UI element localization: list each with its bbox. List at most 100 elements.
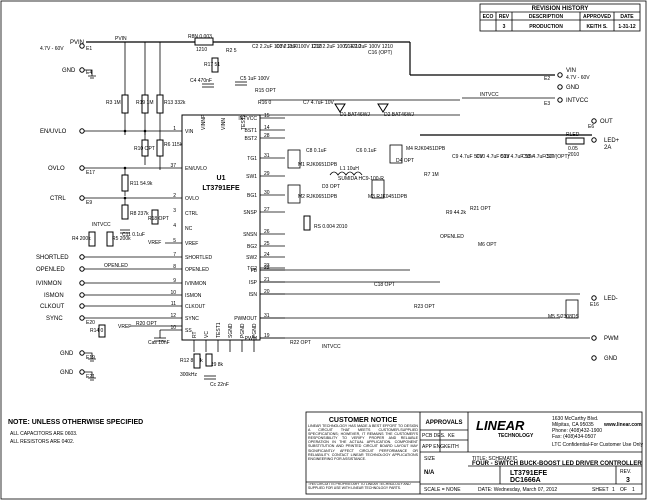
rev-header-approved: APPROVED — [583, 14, 611, 20]
ic-pin-pwm: PWM — [245, 336, 257, 342]
notes-heading: NOTE: UNLESS OTHERWISE SPECIFIED — [8, 419, 143, 426]
terminal-led-plus — [591, 137, 597, 143]
r15-label: R15 OPT — [255, 88, 276, 94]
ic-pin-ivinmon: IVINMON — [185, 281, 207, 287]
clkout-label: CLKOUT — [40, 304, 65, 310]
terminal-e3-label: E3 — [544, 101, 550, 107]
c13-label: C13 4.7uF 50V — [500, 154, 534, 160]
ovlo-label: OVLO — [48, 166, 65, 172]
ic-pin-clkout: CLKOUT — [185, 304, 205, 310]
terminal-intvcc — [557, 97, 563, 103]
intvcc-label: INTVCC — [566, 98, 589, 104]
c2-label: C2 2.2uF 100V 1210 — [252, 44, 298, 50]
r12-freq: 300kHz — [180, 372, 197, 378]
notes: NOTE: UNLESS OTHERWISE SPECIFIED ALL CAP… — [8, 419, 143, 445]
sheet-label: SHEET — [592, 487, 609, 493]
rev-header-date: DATE — [620, 14, 634, 20]
c16-label: C16 (OPT) — [368, 50, 393, 56]
ic-pin-num: 28 — [264, 133, 270, 139]
terminal-vin — [557, 72, 563, 78]
terminal-e16-label: E16 — [590, 302, 599, 308]
m3-label: M3 RJK0451DPB — [368, 194, 408, 200]
c4-label: C4 470nF — [190, 78, 212, 84]
top-components: R8N 0.003 1210 R2 5 R17 51 C4 470nF C5 1… — [188, 34, 590, 118]
r12-label: R12 86.6k — [180, 358, 203, 364]
approvals-pcb-val: KE — [448, 433, 455, 439]
r3-label: R3 1M — [106, 100, 121, 106]
rev-value: 3 — [626, 477, 630, 484]
company-logo: LINEAR TECHNOLOGY — [476, 418, 534, 439]
ic-pin-sync: SYNC — [185, 316, 199, 322]
r8n-pkg: 1210 — [196, 47, 207, 53]
terminal-out — [591, 118, 597, 124]
ic-bottom-pin: VC — [204, 331, 210, 338]
ic-pin-num: 3 — [173, 208, 176, 214]
c5-label: C5 1uF 100V — [240, 76, 270, 82]
rev-header-desc: DESCRIPTION — [529, 14, 564, 20]
c18-label: C18 OPT — [374, 282, 395, 288]
l1-label: L1 10uH — [340, 166, 359, 172]
intvcc-net-bottom: INTVCC — [322, 344, 341, 350]
title-block: CUSTOMER NOTICE LINEAR TECHNOLOGY HAS MA… — [305, 411, 644, 495]
ic-pin-ovlo: OVLO — [185, 196, 199, 202]
approvals-app-eng: APP ENG. — [422, 444, 446, 450]
vin-label: VIN — [566, 68, 576, 74]
ic-pin-snsn: SNSN — [243, 232, 257, 238]
vin-range: 4.7V - 60V — [566, 75, 590, 81]
ic-pin-num: 29 — [264, 171, 270, 177]
ic-pin-num: 4 — [173, 223, 176, 229]
ic-pin-num: 31 — [264, 153, 270, 159]
r11-label: R11 54.9k — [130, 181, 153, 187]
terminal-e19-label: E19 — [86, 355, 95, 361]
ic-pin-tg2: TG2 — [247, 266, 257, 272]
customer-notice-title: CUSTOMER NOTICE — [329, 417, 398, 424]
ic-pin-num: 24 — [264, 252, 270, 258]
ic-pin-num: 25 — [264, 241, 270, 247]
ic-pin-num: 5 — [173, 238, 176, 244]
c12-label: C12 2.2uF 100V 1210 — [312, 44, 361, 50]
ic-pin-num: 19 — [264, 333, 270, 339]
ic-pin-num: 31 — [264, 313, 270, 319]
ic-bottom-pin: PGND — [240, 323, 246, 338]
terminal-e4-label: E4 — [86, 70, 92, 76]
intvcc-net-top: INTVCC — [480, 92, 499, 98]
terminal-openled — [79, 266, 85, 272]
ic-pin-bg2: BG2 — [247, 244, 257, 250]
terminal-pwm — [591, 335, 597, 341]
c10-label: C10 4.7uF 50V — [476, 154, 510, 160]
vref-net-2: VREF — [118, 324, 131, 330]
ic-pin-shortled: SHORTLED — [185, 255, 213, 261]
r22-label: R22 OPT — [290, 340, 311, 346]
rt-vc-network: R12 86.6k 300kHz R9 8k Cc 22nF — [180, 353, 229, 388]
ic-pin-num: 21 — [264, 277, 270, 283]
terminal-en-uvlo — [79, 128, 85, 134]
r4-label: R4 200k — [72, 236, 91, 242]
notes-line1: ALL CAPACITORS ARE 0603. — [10, 431, 77, 437]
c8-label: C8 0.1uF — [306, 148, 327, 154]
ic-pin-ismon: ISMON — [185, 293, 202, 299]
r8n-label: R8N 0.003 — [188, 34, 212, 40]
ic-pin-sw1: SW1 — [246, 174, 257, 180]
ic-pin-num: 37 — [170, 163, 176, 169]
date-text: DATE: Wednesday, March 07, 2012 — [478, 487, 557, 493]
r17-label: R17 51 — [204, 62, 220, 68]
ic-pin-fb: FB — [251, 268, 258, 274]
m5-label: M5 Si2308DS — [548, 314, 580, 320]
gnd-label: GND — [62, 68, 76, 74]
openled-net: OPENLED — [104, 263, 128, 269]
rev-row-date: 1-31-12 — [618, 24, 635, 30]
ic-pin-num: 11 — [171, 301, 176, 307]
cas-label: Cas 10nF — [148, 340, 170, 346]
ic-pin-nc: NC — [185, 226, 193, 232]
ic-pin-ctrl: CTRL — [185, 211, 198, 217]
ic-top-pin: VINNP — [201, 114, 207, 130]
revision-title: REVISION HISTORY — [532, 6, 589, 12]
ic-pin-bg1: BG1 — [247, 193, 257, 199]
company-web: www.linear.com — [603, 422, 642, 428]
ic-pin-num: 27 — [264, 207, 270, 213]
terminal-e21 — [79, 369, 85, 375]
sync-label: SYNC — [46, 316, 63, 322]
